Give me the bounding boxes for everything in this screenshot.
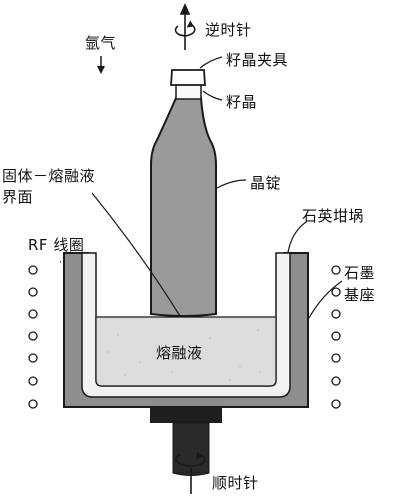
melt-texture xyxy=(107,329,261,381)
label-interface-line1: 固体－熔融液 xyxy=(2,167,96,185)
bottom-rotation-arrow xyxy=(175,451,206,494)
label-melt: 熔融液 xyxy=(156,344,203,362)
base-plate xyxy=(150,407,222,423)
argon-arrow xyxy=(97,56,105,74)
melt xyxy=(95,316,277,387)
label-ingot: 晶锭 xyxy=(250,174,282,192)
label-argon: 氩气 xyxy=(85,34,117,52)
label-graphite-line2: 基座 xyxy=(344,286,376,304)
solid-melt-interface xyxy=(150,313,217,317)
label-quartz-crucible: 石英坩埚 xyxy=(302,207,365,225)
leader-lines xyxy=(60,56,343,319)
label-interface-line2: 界面 xyxy=(2,188,34,206)
bottom-shaft xyxy=(172,422,210,474)
label-graphite-line1: 石墨 xyxy=(344,264,376,282)
label-clockwise: 顺时针 xyxy=(212,474,259,492)
rf-coil-right xyxy=(331,265,341,409)
ingot xyxy=(150,97,217,317)
top-rotation-arrow xyxy=(174,3,196,50)
label-seed: 籽晶 xyxy=(226,93,258,111)
label-rf-coil: RF 线圈 xyxy=(28,236,85,254)
seed-holder xyxy=(170,69,206,86)
rf-coil-left xyxy=(28,265,38,409)
label-seed-holder: 籽晶夹具 xyxy=(226,51,289,69)
label-counterclockwise: 逆时针 xyxy=(205,21,252,39)
